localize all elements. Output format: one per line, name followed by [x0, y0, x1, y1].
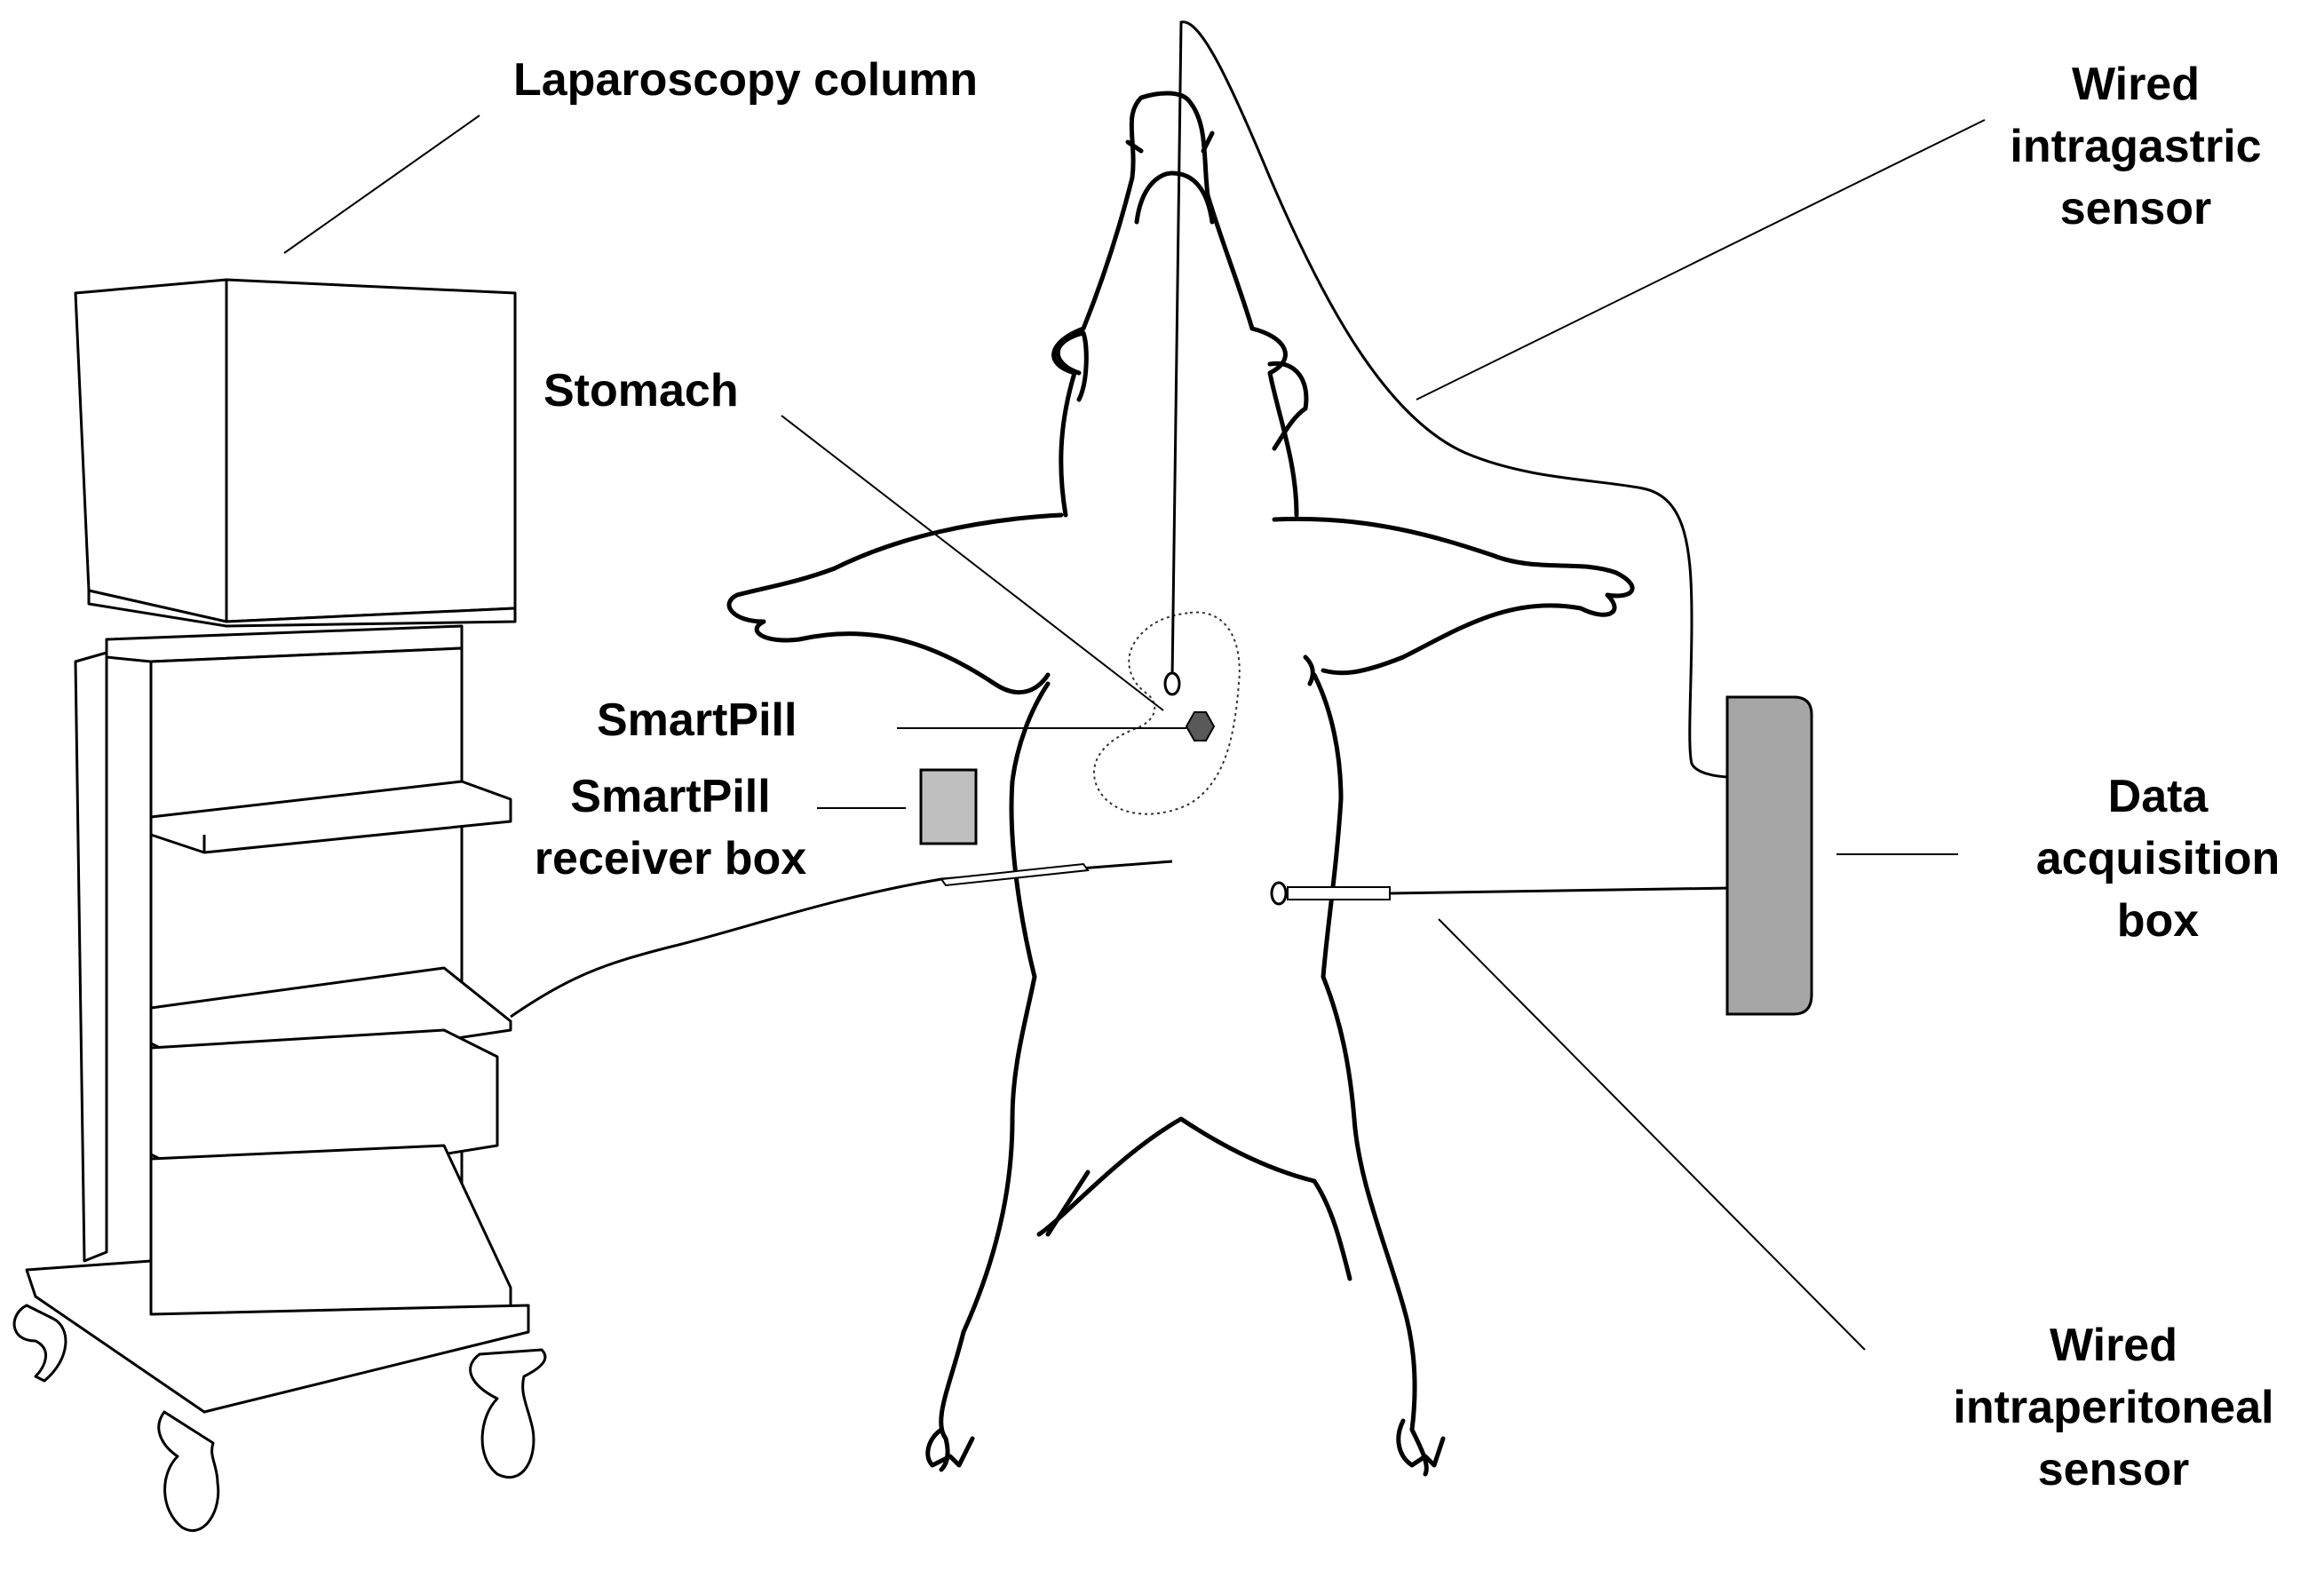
leader-intragastric [1416, 119, 1986, 400]
pig-leg-hind-left [1036, 1116, 1317, 1237]
wires [510, 20, 1733, 1019]
label-data-acquisition-box: Data acquisition box [1998, 765, 2318, 952]
leader-laparoscopy-column [283, 115, 480, 254]
label-laparoscopy-column: Laparoscopy column [513, 49, 978, 111]
label-stomach: Stomach [543, 360, 739, 422]
pig-torso-right [1312, 672, 1429, 1477]
label-intraperitoneal-line3: sensor [2037, 1444, 2190, 1495]
pig-leg-front-left [726, 512, 1064, 695]
laparoscope-wire [510, 860, 1173, 1019]
cart-base [25, 1259, 530, 1414]
label-intragastric-line1: Wired [2072, 59, 2200, 110]
monitor-side [225, 278, 517, 623]
pig-ear-left [1055, 330, 1089, 402]
smartpill-receiver-box [919, 768, 978, 845]
leader-lines [283, 115, 1986, 1351]
label-stomach-text: Stomach [543, 365, 739, 416]
pig-torso-left [939, 681, 1051, 1472]
leader-intraperitoneal [1438, 918, 1866, 1351]
laparoscope-rod [940, 862, 1090, 887]
cart-wheel-front [157, 1410, 220, 1532]
intraperitoneal-wire [1389, 886, 1733, 895]
monitor-front [74, 278, 228, 623]
pig-outline [726, 91, 1635, 1477]
smartpill-capsule [1185, 711, 1216, 741]
label-laparoscopy-column-text: Laparoscopy column [513, 54, 978, 106]
pig-head [1051, 91, 1299, 518]
label-intraperitoneal-line1: Wired [2050, 1320, 2177, 1371]
intragastric-wire [1170, 20, 1733, 779]
pig-ear-right [1267, 361, 1309, 451]
label-wired-intraperitoneal-sensor: Wired intraperitoneal sensor [1936, 1314, 2291, 1501]
label-receiver-line1: SmartPill [570, 771, 771, 822]
label-daq-line2: acquisition [2035, 833, 2280, 884]
pig-leg-hind-left-inner [1045, 1170, 1091, 1237]
label-smartpill: SmartPill [597, 689, 797, 751]
cart-wheel-right [469, 1348, 547, 1479]
label-smartpill-receiver-box: SmartPill receiver box [515, 765, 826, 890]
intraperitoneal-probe [1287, 886, 1391, 900]
cart-upright [74, 651, 108, 1263]
pig-snout-line [1125, 131, 1215, 154]
pig-belly-mark [1303, 654, 1315, 686]
label-intragastric-line2: intragastric [2010, 121, 2262, 172]
stomach-outline [1093, 611, 1241, 815]
pig-foot-left [925, 1427, 975, 1468]
data-acquisition-box [1725, 695, 1813, 1016]
pig-leg-front-right [1272, 516, 1635, 676]
label-wired-intragastric-sensor: Wired intragastric sensor [1989, 53, 2282, 240]
monitor-base [87, 589, 517, 628]
pig-snout-inner [1134, 170, 1215, 225]
label-intragastric-line3: sensor [2059, 183, 2212, 234]
label-intraperitoneal-line2: intraperitoneal [1953, 1382, 2274, 1433]
cart-shelf-1 [149, 780, 512, 854]
intraperitoneal-sensor-tip [1270, 881, 1288, 906]
cart-wheel-left [12, 1304, 67, 1383]
intragastric-sensor-tip [1163, 671, 1181, 696]
laparoscopy-column-drawing [12, 278, 547, 1532]
label-daq-line1: Data [2107, 771, 2209, 822]
label-daq-line3: box [2116, 895, 2200, 947]
pig-foot-right [1396, 1418, 1446, 1468]
label-receiver-line2: receiver box [534, 833, 807, 884]
label-smartpill-text: SmartPill [597, 694, 797, 746]
pig-leg-hind-right-inner [1312, 1178, 1352, 1281]
leader-stomach [781, 415, 1164, 711]
